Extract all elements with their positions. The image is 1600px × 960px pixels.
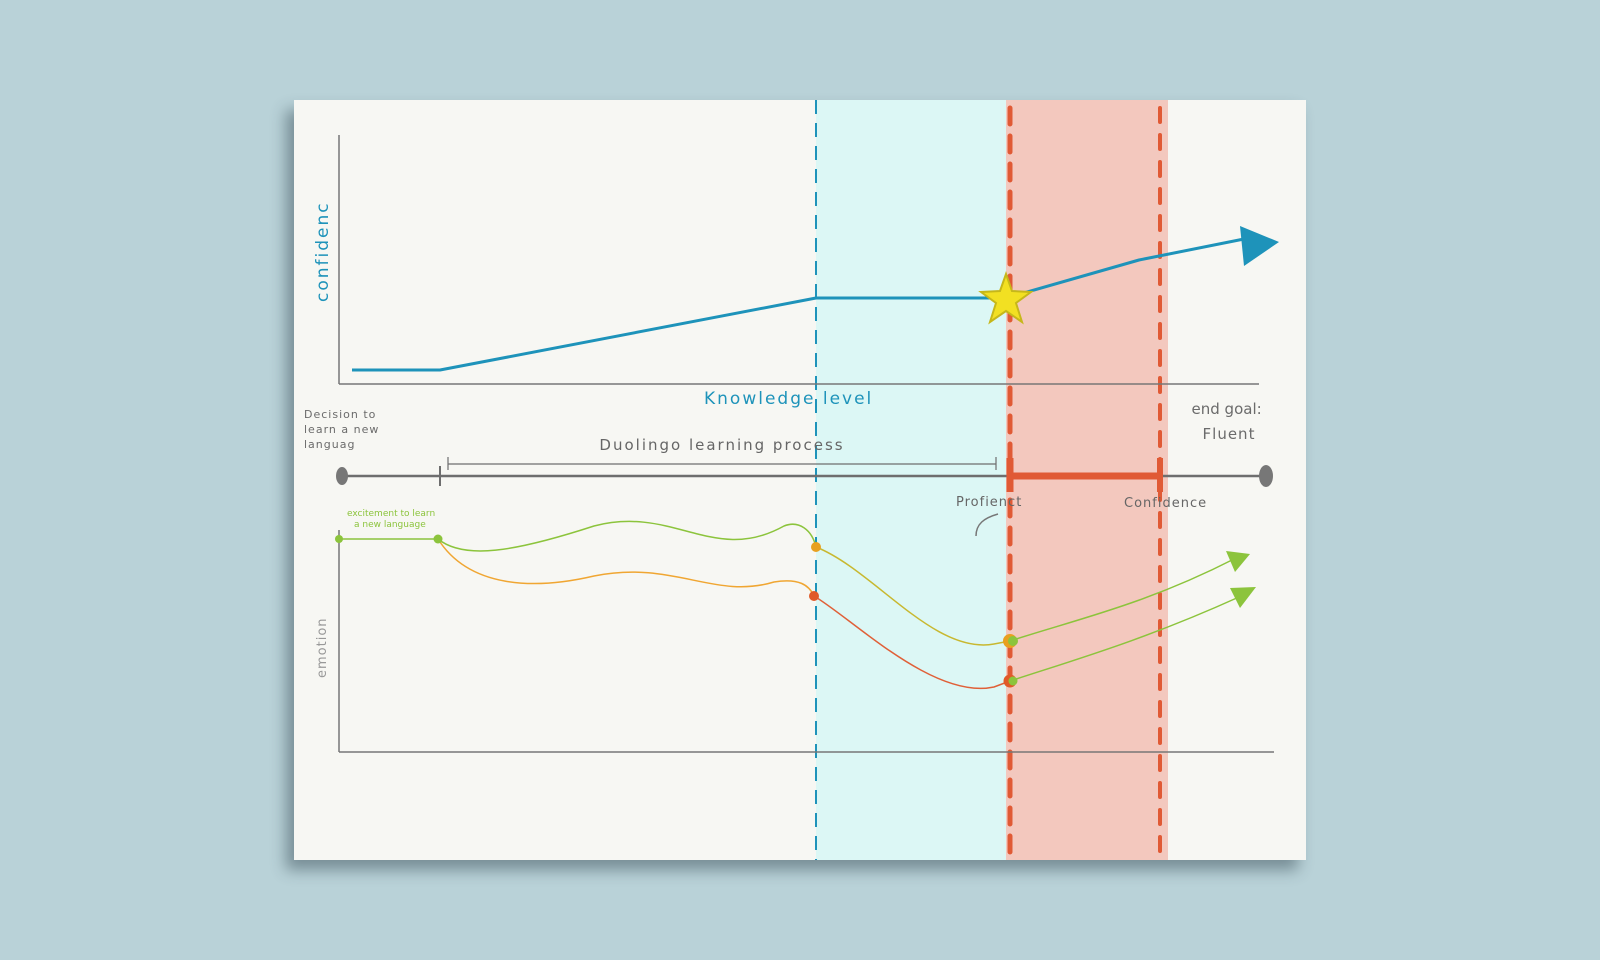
- confidence-label: Confidence: [1124, 496, 1207, 511]
- star-icon: [978, 270, 1034, 325]
- start-label: Decision to learn a new languag: [304, 408, 384, 451]
- end-goal-label: end goal: Fluent: [1192, 400, 1267, 443]
- arrow-head-icon: [1226, 551, 1250, 572]
- sketch-card: confidenc Knowledge level Decision to le…: [294, 100, 1306, 860]
- confidence-line: [352, 236, 1250, 372]
- orange-emotion-curve: [437, 538, 815, 597]
- arrow-head-icon: [1240, 226, 1279, 266]
- emotion-point: [1008, 676, 1018, 686]
- emotion-point: [433, 534, 443, 544]
- proficient-label: Profienct: [956, 495, 1022, 510]
- y-axis-label-emotion: emotion: [315, 617, 330, 678]
- timeline-end-dot: [1259, 465, 1273, 487]
- green-rising-curve-lower: [1009, 596, 1240, 682]
- yellow-emotion-curve: [815, 546, 1011, 646]
- y-axis-label-confidence: confidenc: [313, 201, 333, 302]
- emotion-point: [335, 535, 343, 543]
- timeline-start-dot: [336, 467, 348, 485]
- x-axis-label-knowledge: Knowledge level: [704, 389, 873, 409]
- emotion-point: [811, 542, 821, 552]
- emotion-point: [1008, 636, 1018, 646]
- proficient-pointer: [975, 513, 999, 537]
- green-rising-curve-upper: [1009, 558, 1235, 642]
- red-band: [1006, 100, 1168, 860]
- cyan-band: [816, 100, 1006, 860]
- green-emotion-curve: [437, 520, 817, 552]
- excitement-label: excitement to learn a new language: [347, 509, 438, 530]
- sketch-diagram: confidenc Knowledge level Decision to le…: [304, 100, 1279, 860]
- process-label: Duolingo learning process: [599, 436, 844, 454]
- emotion-point: [809, 591, 819, 601]
- red-emotion-curve: [813, 595, 1011, 690]
- arrow-head-icon: [1230, 587, 1256, 608]
